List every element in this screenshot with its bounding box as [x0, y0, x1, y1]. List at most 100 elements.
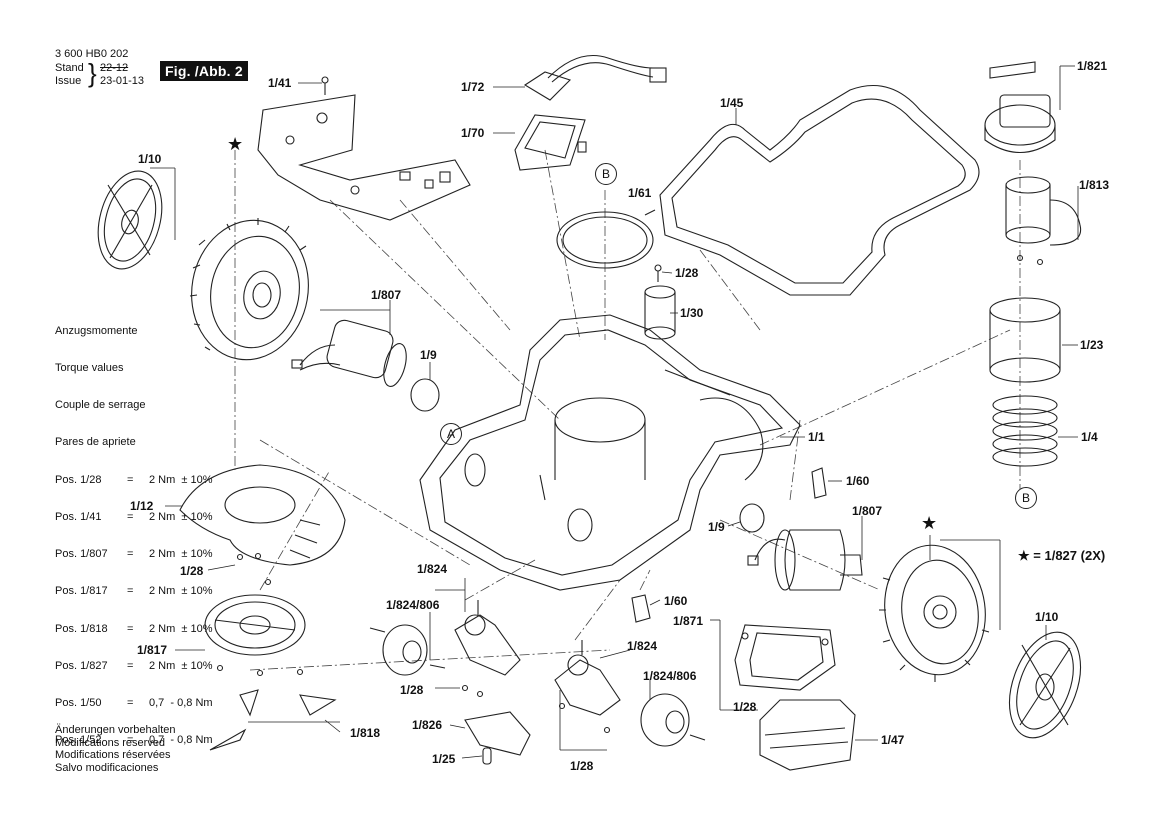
wiring-harness [523, 54, 667, 101]
torque-pos: Pos. 1/818 [55, 622, 108, 635]
front-caster-left [454, 600, 521, 676]
o-ring-right [739, 503, 765, 533]
torque-heading: Couple de serrage [55, 399, 146, 412]
torque-eq: = [127, 734, 134, 747]
sensor-ring [556, 209, 656, 269]
torque-row: Pos. 1/827 = 2 Nm ± 10% [55, 660, 213, 672]
gasket-frame [659, 84, 980, 296]
torque-eq: = [127, 697, 134, 709]
torque-row: Pos. 1/52 = 0,7 - 0,8 Nm [55, 734, 213, 746]
battery [759, 699, 856, 771]
part-label: 1/23 [1080, 338, 1104, 352]
torque-val: 0,7 - 0,8 Nm [149, 697, 213, 709]
torque-pos: Pos. 1/827 [55, 659, 108, 672]
star-icon: ★ [1018, 548, 1030, 563]
spring [992, 395, 1058, 467]
part-label: 1/30 [680, 306, 704, 320]
o-ring-left [410, 378, 440, 412]
star-icon: ★ [227, 134, 244, 154]
wheel-cover-left [97, 170, 163, 270]
torque-eq: = [127, 622, 134, 635]
marker-a: A [440, 423, 462, 445]
stand-new: 23-01-13 [100, 75, 145, 87]
part-label: 1/47 [881, 733, 905, 747]
leader-lines [150, 65, 1079, 759]
star-icon: ★ [921, 513, 938, 533]
screw [654, 264, 662, 282]
torque-val: 2 Nm ± 10% [149, 473, 213, 486]
part-label: 1/4 [1081, 430, 1098, 444]
part-label: 1/12 [130, 499, 154, 513]
torque-val: 2 Nm ± 10% [149, 659, 213, 672]
part-label: 1/817 [137, 643, 168, 657]
motor-housing [989, 297, 1061, 383]
issue-label: Issue [55, 75, 82, 87]
torque-eq: = [127, 548, 134, 561]
torque-val: 2 Nm ± 10% [149, 510, 213, 523]
blades [209, 689, 337, 751]
pin [482, 747, 492, 765]
part-label: 1/41 [268, 76, 292, 90]
torque-heading: Pares de apriete [55, 436, 136, 449]
torque-pos: Pos. 1/50 [55, 697, 102, 709]
torque-eq: = [127, 473, 134, 486]
wheel-cover-right [1008, 631, 1082, 739]
torque-heading: Anzugsmomente [55, 324, 138, 337]
blade-motor [1005, 176, 1082, 266]
part-label: 1/813 [1079, 178, 1110, 192]
torque-pos: Pos. 1/52 [55, 734, 102, 747]
part-label: 1/9 [708, 520, 725, 534]
blade-disc [204, 594, 306, 656]
screw-set [216, 552, 304, 677]
part-label: 1/10 [1035, 610, 1059, 624]
assembly-lines [234, 149, 1021, 671]
stand-label: Stand [55, 62, 84, 74]
caster-wheel-left [369, 624, 446, 676]
drive-wheel-right [879, 544, 990, 682]
torque-row: Pos. 1/818=2 Nm ± 10% [55, 623, 213, 635]
torque-heading: Torque values [55, 362, 124, 375]
part-label: 1/25 [432, 752, 456, 766]
torque-val: 2 Nm ± 10% [149, 548, 213, 561]
torque-pos: Pos. 1/41 [55, 510, 102, 523]
drive-wheel-left [189, 218, 309, 361]
bracket [514, 114, 587, 171]
part-label: 1/61 [628, 186, 652, 200]
modification-notes: Änderungen vorbehalten Modifications res… [55, 724, 175, 774]
note-line: Modifications reserved [55, 736, 166, 749]
part-label: 1/28 [675, 266, 699, 280]
part-label: 1/45 [720, 96, 744, 110]
caster-wheel-right [640, 693, 706, 747]
torque-row: Pos. 1/50 = 0,7 - 0,8 Nm [55, 697, 213, 709]
star-legend: ★ = 1/827 (2X) [1018, 548, 1105, 564]
torque-row: Pos. 1/807=2 Nm ± 10% [55, 548, 213, 560]
marker-b-top: B [595, 163, 617, 185]
torque-val: 0,7 - 0,8 Nm [149, 734, 213, 747]
note-line: Salvo modificaciones [55, 761, 159, 774]
torque-row: Pos. 1/817=2 Nm ± 10% [55, 585, 213, 597]
torque-eq: = [127, 659, 134, 672]
torque-pos: Pos. 1/817 [55, 585, 108, 598]
torque-row: Pos. 1/41=2 Nm ± 10% [55, 511, 213, 523]
stand-old: 22-12 [100, 62, 129, 74]
part-label: 1/28 [733, 700, 757, 714]
torque-pos: Pos. 1/28 [55, 473, 102, 486]
part-label: 1/9 [420, 348, 437, 362]
part-label: 1/821 [1077, 59, 1108, 73]
part-label: 1/807 [852, 504, 883, 518]
part-label: 1/824/806 [386, 598, 440, 612]
brace-glyph: } [88, 58, 97, 88]
part-label: 1/871 [673, 614, 704, 628]
clip-right [811, 467, 827, 499]
torque-eq: = [127, 585, 134, 598]
caster-bracket [464, 711, 531, 756]
front-caster-right [554, 640, 621, 716]
part-label: 1/60 [846, 474, 870, 488]
part-label: 1/824/806 [643, 669, 697, 683]
motor-left [291, 319, 407, 387]
battery-cover [734, 624, 836, 691]
part-label: 1/72 [461, 80, 485, 94]
part-label: 1/1 [808, 430, 825, 444]
cylinder-part [644, 285, 676, 340]
